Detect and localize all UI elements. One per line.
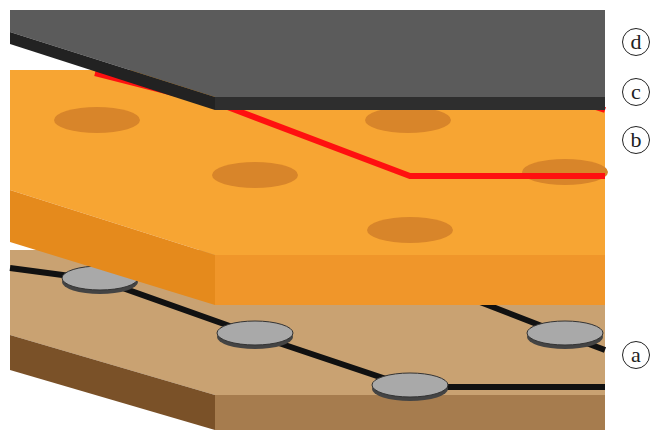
orange-layer-front — [215, 255, 605, 305]
top-sheet — [10, 10, 605, 97]
orange-layer-side — [10, 190, 215, 305]
callout-letter: b — [622, 126, 650, 154]
trace — [480, 302, 605, 350]
substrate-side — [10, 335, 215, 430]
top-sheet-side — [10, 32, 215, 110]
callout-letter: a — [622, 341, 650, 369]
top-sheet-front — [215, 97, 605, 110]
callout-letter: d — [622, 28, 650, 56]
callout-letter: c — [622, 78, 650, 106]
